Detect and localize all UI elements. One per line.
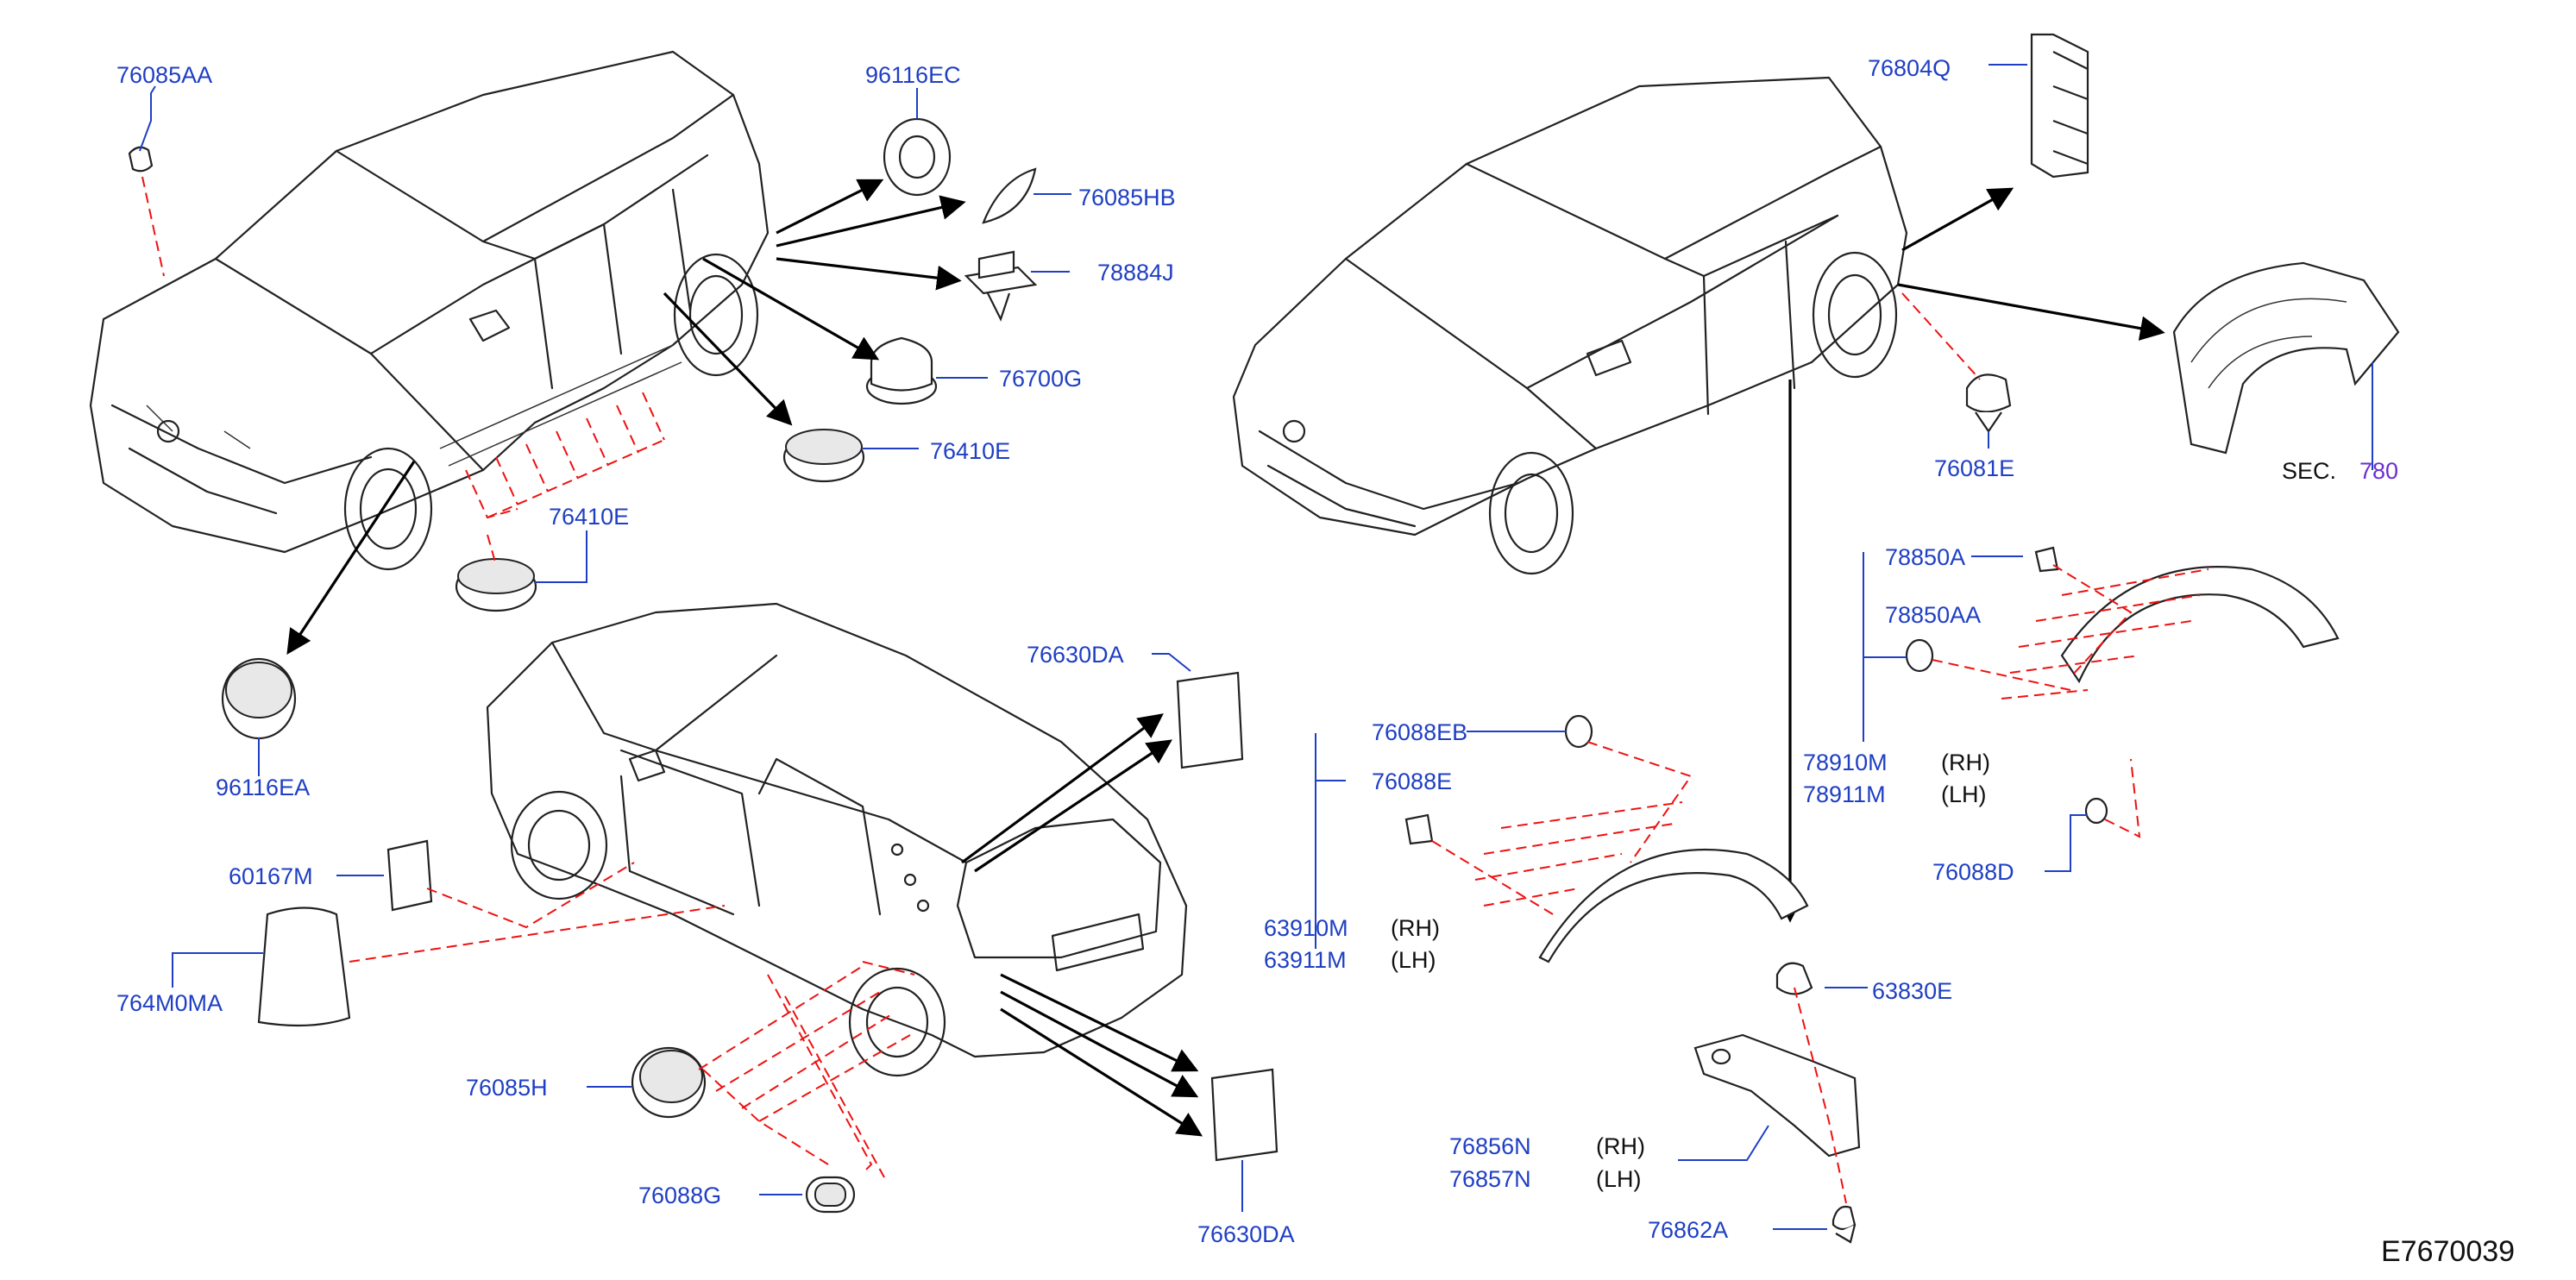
label-78884J: 78884J [1097, 260, 1174, 285]
part-wheelhouse-liner-sec780: SEC. 780 [2172, 261, 2400, 484]
label-96116EC: 96116EC [865, 62, 961, 88]
part-78910M-fender-trim: 78850A 78850AA 78910M (RH) 78911M (LH) 7… [1803, 544, 2340, 885]
vehicle-front-left-view [89, 50, 770, 571]
rocker-clip-hatching [465, 392, 665, 566]
label-76088G: 76088G [638, 1183, 721, 1208]
part-76085AA-clip: 76085AA [116, 62, 212, 277]
label-63910M-rh: (RH) [1391, 915, 1440, 941]
part-764M0MA-pad: 764M0MA [116, 905, 726, 1027]
part-76085H-grommet: 76085H [466, 1046, 707, 1119]
label-78910M: 78910M [1803, 750, 1888, 775]
part-96116EC-grommet: 96116EC [865, 62, 961, 197]
part-76630DA-label-upper: 76630DA [1027, 642, 1244, 769]
part-76804Q-bracket: 76804Q [1868, 33, 2089, 179]
part-76410E-plug-upper: 76410E [782, 429, 1010, 483]
part-76700G-cap: 76700G [865, 336, 1082, 405]
label-76085AA: 76085AA [116, 62, 212, 88]
label-76857N: 76857N [1449, 1166, 1531, 1192]
vehicle-rear-view [486, 602, 1188, 1077]
label-76700G: 76700G [999, 366, 1082, 392]
label-sec: SEC. [2282, 458, 2336, 484]
label-76630DA-a: 76630DA [1027, 642, 1124, 668]
label-76804Q: 76804Q [1868, 55, 1951, 81]
label-76085HB: 76085HB [1078, 185, 1176, 210]
label-76088EB: 76088EB [1372, 719, 1467, 745]
label-76081E: 76081E [1934, 455, 2014, 481]
vehicle-front-right-view [1232, 76, 1908, 575]
rear-clip-hatching [698, 961, 915, 1178]
diagram-code: E7670039 [2381, 1235, 2515, 1268]
label-60167M: 60167M [229, 863, 313, 889]
label-78850A: 78850A [1885, 544, 1965, 570]
label-78911M: 78911M [1803, 781, 1886, 807]
label-76088D: 76088D [1932, 859, 2014, 885]
label-78911M-lh: (LH) [1941, 781, 1987, 807]
label-63911M-lh: (LH) [1391, 947, 1436, 973]
part-63910M-fender-trim: 76088EB 76088E 63910M (RH) 63911M (LH) [1264, 714, 1809, 973]
label-76862A: 76862A [1648, 1217, 1728, 1243]
label-76856N-rh: (RH) [1596, 1133, 1645, 1159]
label-76410E-b: 76410E [549, 504, 629, 530]
label-96116EA: 96116EA [216, 775, 310, 800]
label-76856N: 76856N [1449, 1133, 1531, 1159]
part-96116EA-grommet: 96116EA [216, 657, 310, 800]
label-78910M-rh: (RH) [1941, 750, 1990, 775]
part-76081E-clip: 76081E [1901, 292, 2014, 481]
part-78884J-clip: 78884J [964, 250, 1174, 322]
label-63910M: 63910M [1264, 915, 1348, 941]
label-76088E: 76088E [1372, 769, 1452, 794]
car3-arrows [961, 713, 1203, 1137]
car1-arrows [286, 179, 966, 656]
label-63911M: 63911M [1264, 947, 1347, 973]
label-sec-780: 780 [2359, 458, 2398, 484]
label-76085H: 76085H [466, 1075, 548, 1101]
part-76856N-mudguard: 63830E 76856N (RH) 76857N (LH) 76862A [1449, 962, 1952, 1244]
label-76410E-a: 76410E [930, 438, 1010, 464]
part-60167M-pad: 60167M [229, 839, 635, 929]
part-76410E-plug-lower: 76410E [455, 504, 629, 612]
label-76857N-lh: (LH) [1596, 1166, 1642, 1192]
part-76085HB-seal: 76085HB [982, 167, 1176, 224]
car2-arrows [1777, 187, 2165, 923]
part-76630DA-label-lower: 76630DA [1197, 1068, 1295, 1247]
label-63830E: 63830E [1872, 978, 1952, 1004]
label-78850AA: 78850AA [1885, 602, 1981, 628]
label-764M0MA: 764M0MA [116, 990, 223, 1016]
part-76088G-clip: 76088G [638, 1176, 856, 1214]
label-76630DA-b: 76630DA [1197, 1221, 1295, 1247]
